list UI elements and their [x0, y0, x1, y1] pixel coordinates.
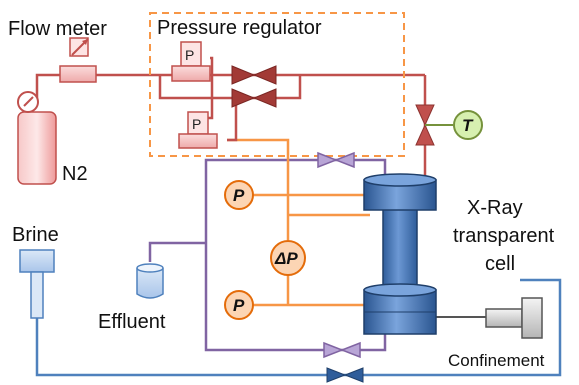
- effluent-beaker: [136, 263, 164, 299]
- effluent-valve-top: [317, 151, 355, 169]
- pressure-regulator-box: [149, 12, 405, 157]
- brine-label: Brine: [12, 224, 59, 246]
- regulator-lower: [178, 111, 218, 149]
- regulator-upper: [171, 41, 211, 82]
- regulator-lower-label: P: [192, 116, 201, 132]
- cell-label-line1: X-Ray: [467, 197, 523, 219]
- pressure-gauge-bottom: [224, 290, 254, 320]
- temperature-gauge: [453, 110, 483, 140]
- confinement-pump: [485, 297, 543, 339]
- cell-label-line2: transparent: [453, 225, 555, 247]
- brine-valve: [326, 367, 364, 383]
- brine-line: [35, 278, 562, 377]
- regulator-valve-upper: [231, 65, 277, 85]
- n2-cylinder: [17, 91, 57, 185]
- pressure-gauge-bottom-label: P: [233, 296, 245, 315]
- temperature-gauge-label: T: [462, 116, 474, 135]
- confinement-label: Confinement: [448, 351, 545, 370]
- cell-label-line3: cell: [485, 253, 515, 275]
- brine-tank: [19, 249, 55, 319]
- pressure-gauge-top: [224, 180, 254, 210]
- inlet-valve: [415, 104, 435, 146]
- effluent-label: Effluent: [98, 311, 166, 333]
- pressure-gauge-top-label: P: [233, 186, 245, 205]
- n2-label: N2: [62, 163, 88, 185]
- xray-cell: [363, 173, 437, 335]
- effluent-line: [148, 158, 387, 352]
- flow-meter: [59, 37, 97, 83]
- regulator-upper-label: P: [185, 47, 194, 63]
- differential-pressure-gauge: [270, 240, 306, 276]
- effluent-valve-bottom: [323, 341, 361, 359]
- regulator-valve-lower: [231, 88, 277, 108]
- flow-meter-label: Flow meter: [8, 18, 107, 40]
- pressure-regulator-label: Pressure regulator: [157, 17, 322, 39]
- pressure-tap-lines: [227, 138, 370, 307]
- differential-pressure-label: ΔP: [274, 249, 298, 268]
